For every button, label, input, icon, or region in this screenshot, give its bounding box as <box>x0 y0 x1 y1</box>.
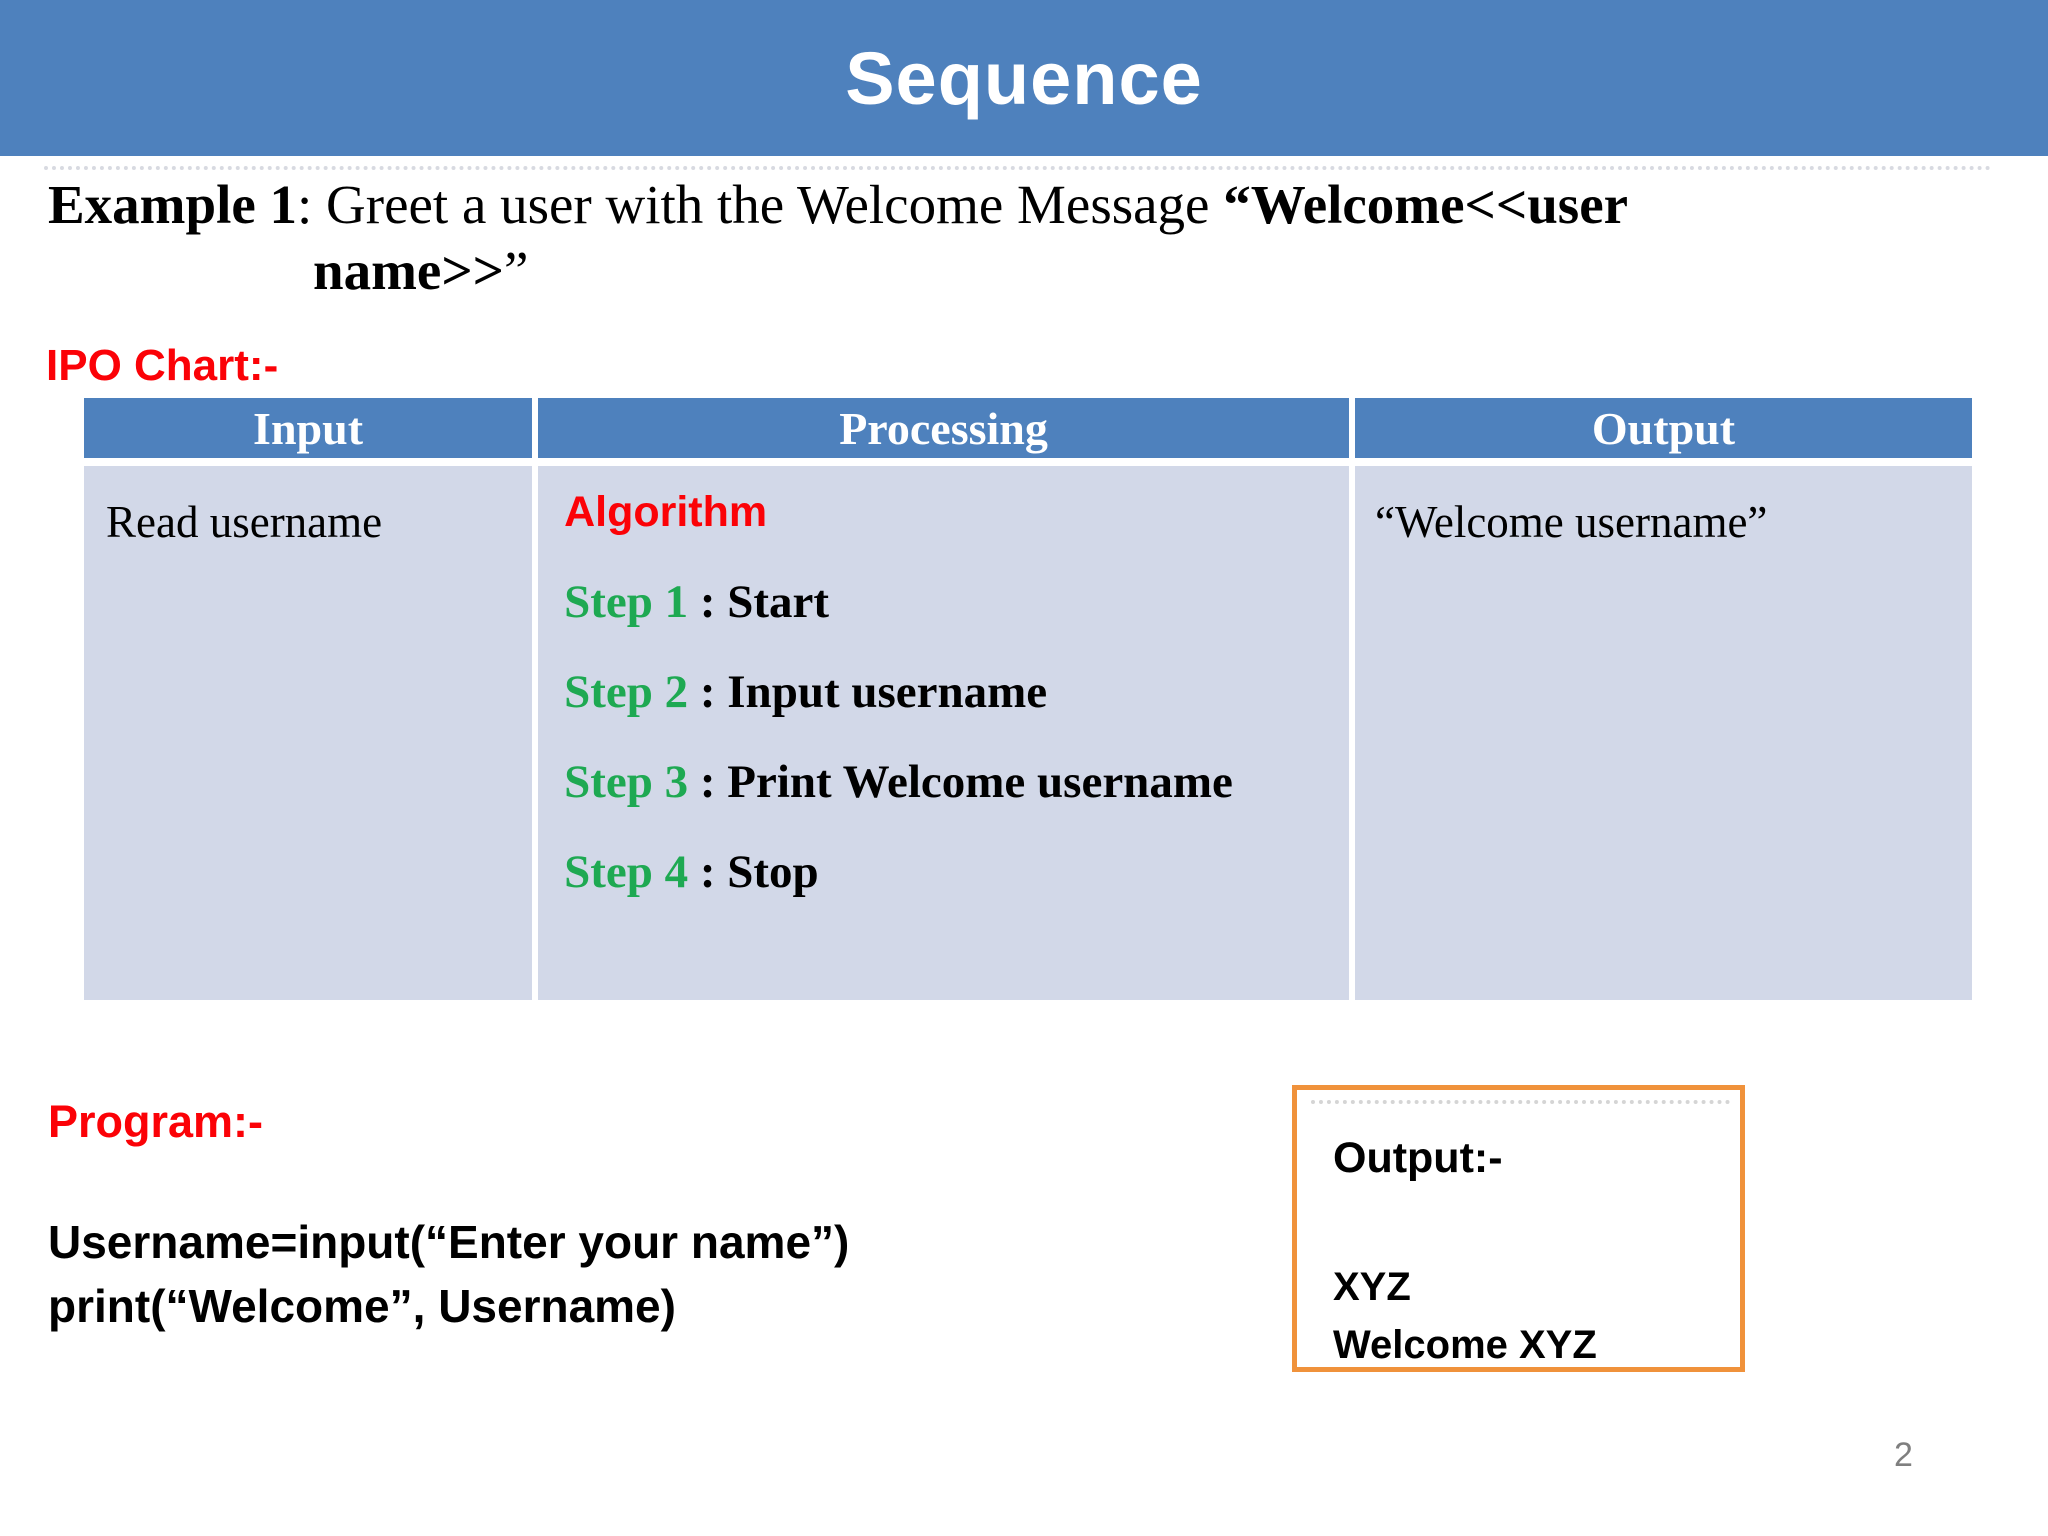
output-box-dash-artifact <box>1311 1100 1730 1104</box>
algorithm-step-2: Step 2 : Input username <box>564 667 1339 717</box>
example-close-quote: ” <box>504 240 529 301</box>
example-line-1: Example 1: Greet a user with the Welcome… <box>48 172 1988 238</box>
program-label: Program:- <box>48 1096 264 1147</box>
example-text: : Greet a user with the Welcome Message <box>297 174 1224 235</box>
output-line-1: XYZ <box>1333 1265 1411 1309</box>
algorithm-label: Algorithm <box>564 488 768 536</box>
step-3-text: : Print Welcome username <box>688 756 1233 808</box>
step-1-label: Step 1 <box>564 576 689 628</box>
output-box-lines: XYZ Welcome XYZ <box>1333 1258 1597 1374</box>
algorithm-step-3: Step 3 : Print Welcome username <box>564 757 1339 807</box>
input-cell-text: Read username <box>106 497 383 547</box>
title-bar: Sequence <box>0 0 2048 156</box>
example-heading: Example 1: Greet a user with the Welcome… <box>48 172 1988 304</box>
output-line-2: Welcome XYZ <box>1333 1323 1597 1367</box>
program-output-box: Output:- XYZ Welcome XYZ <box>1292 1085 1745 1372</box>
step-1-text: : Start <box>688 576 830 628</box>
processing-cell-content: Algorithm Step 1 : Start Step 2 : Input … <box>538 466 1349 897</box>
table-header-input: Input <box>84 398 539 458</box>
slide-title: Sequence <box>845 36 1203 120</box>
algorithm-step-1: Step 1 : Start <box>564 577 1339 627</box>
table-body-row: Read username Algorithm Step 1 : Start S… <box>84 466 1972 1000</box>
output-cell-text: “Welcome username” <box>1375 497 1768 547</box>
example-line-2: name>>” <box>313 238 1988 304</box>
table-header-row: Input Processing Output <box>84 398 1972 458</box>
step-4-label: Step 4 <box>564 846 689 898</box>
step-2-label: Step 2 <box>564 666 689 718</box>
table-cell-output: “Welcome username” <box>1355 466 1972 1000</box>
program-code: Username=input(“Enter your name”) print(… <box>48 1210 849 1338</box>
ipo-table: Input Processing Output Read username Al… <box>84 398 1972 1000</box>
algorithm-step-4: Step 4 : Stop <box>564 847 1339 897</box>
page-number: 2 <box>1894 1436 1913 1474</box>
example-bold-text-2: name>> <box>313 240 504 301</box>
example-bold-text: “Welcome<<user <box>1223 174 1629 235</box>
program-code-line-1: Username=input(“Enter your name”) <box>48 1216 850 1268</box>
program-code-line-2: print(“Welcome”, Username) <box>48 1280 676 1332</box>
ipo-chart-label: IPO Chart:- <box>46 341 279 390</box>
step-2-text: : Input username <box>688 666 1048 718</box>
output-box-label: Output:- <box>1333 1134 1503 1182</box>
example-label: Example 1 <box>48 174 298 235</box>
step-4-text: : Stop <box>688 846 819 898</box>
table-cell-input: Read username <box>84 466 539 1000</box>
step-3-label: Step 3 <box>564 756 689 808</box>
table-header-processing: Processing <box>538 398 1355 458</box>
table-cell-processing: Algorithm Step 1 : Start Step 2 : Input … <box>538 466 1355 1000</box>
textbox-dash-artifact <box>44 166 1992 170</box>
table-header-output: Output <box>1355 398 1972 458</box>
